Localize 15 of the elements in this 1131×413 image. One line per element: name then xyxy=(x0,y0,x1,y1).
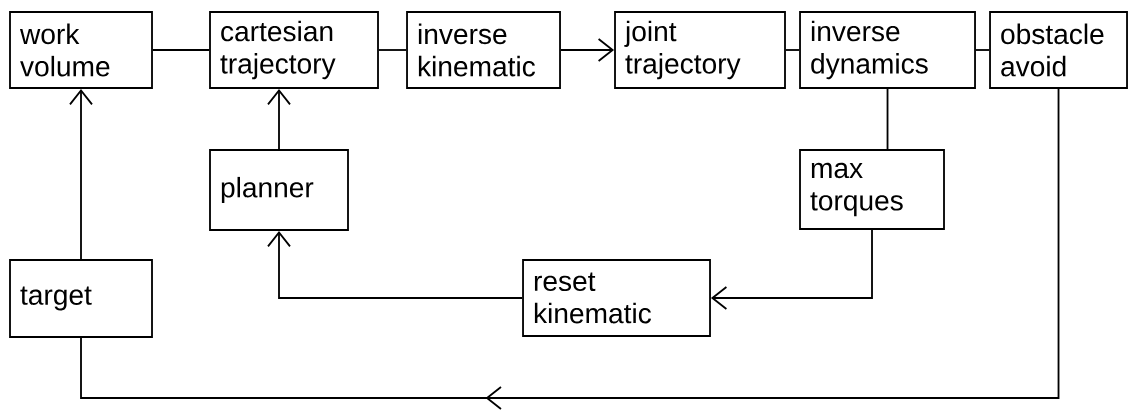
arrow xyxy=(267,88,291,150)
arrow xyxy=(710,228,873,310)
arrow xyxy=(69,88,93,260)
process-box: inverse dynamics xyxy=(799,11,976,89)
process-box: joint trajectory xyxy=(614,11,786,89)
process-box: planner xyxy=(209,149,349,231)
process-box: obstacle avoid xyxy=(989,11,1128,89)
process-box: cartesian trajectory xyxy=(209,11,379,89)
process-box: reset kinematic xyxy=(522,259,711,337)
process-box: max torques xyxy=(799,149,945,230)
process-box: inverse kinematic xyxy=(406,11,561,89)
process-box: work volume xyxy=(9,11,153,89)
process-box: target xyxy=(9,259,153,338)
arrow xyxy=(560,38,615,62)
arrow xyxy=(267,230,524,299)
